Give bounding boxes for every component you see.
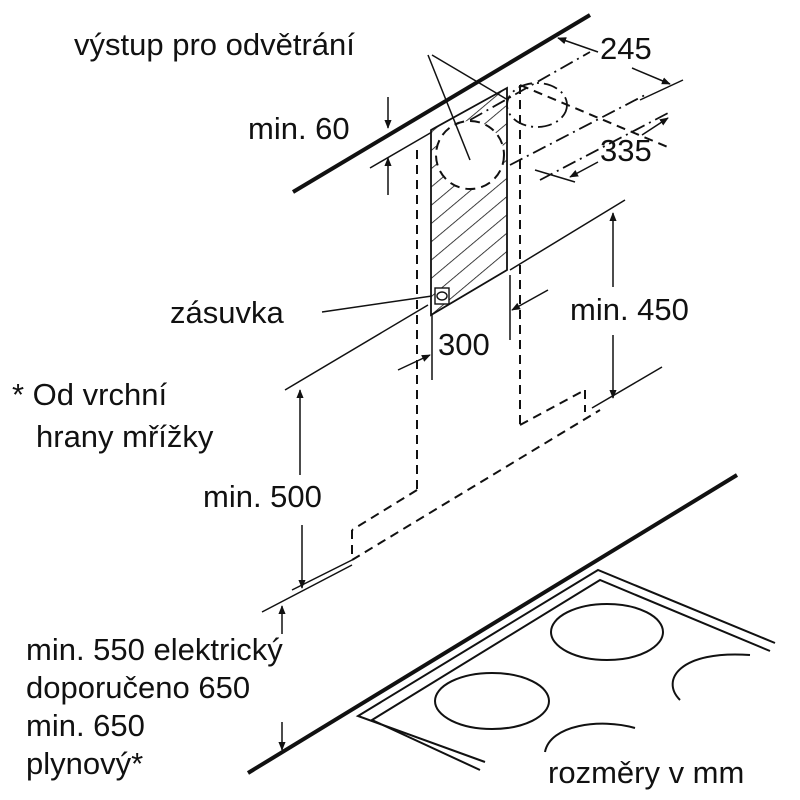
worktop-line bbox=[246, 473, 739, 775]
dim-300-label: 300 bbox=[438, 327, 490, 362]
socket-label: zásuvka bbox=[170, 295, 284, 330]
dim-245 bbox=[557, 37, 684, 101]
min-500-label: min. 500 bbox=[203, 479, 322, 514]
dim-335-label: 335 bbox=[600, 133, 652, 168]
dim-300 bbox=[397, 275, 549, 380]
chimney-outline bbox=[351, 84, 671, 561]
dim-min-450 bbox=[509, 199, 663, 409]
dim-hob-clearance bbox=[261, 564, 353, 751]
footnote-line1: * Od vrchní bbox=[12, 377, 168, 412]
dim-335 bbox=[534, 117, 669, 183]
vent-outlet-label: výstup pro odvětrání bbox=[74, 27, 355, 62]
min-450-label: min. 450 bbox=[570, 292, 689, 327]
min-60-dimension bbox=[369, 97, 433, 195]
gas-label: plynový* bbox=[26, 746, 144, 781]
footnote-line2: hrany mřížky bbox=[36, 419, 214, 454]
ceiling-line bbox=[291, 13, 592, 194]
dim-245-label: 245 bbox=[600, 31, 652, 66]
hob bbox=[355, 568, 776, 771]
socket-zone-panel bbox=[430, 86, 508, 317]
units-label: rozměry v mm bbox=[548, 755, 745, 790]
gas-clearance-label: min. 650 bbox=[26, 708, 145, 743]
recommended-clearance-label: doporučeno 650 bbox=[26, 670, 251, 705]
dim-min-500 bbox=[284, 304, 429, 591]
min-60-label: min. 60 bbox=[248, 111, 350, 146]
electric-clearance-label: min. 550 elektrický bbox=[26, 632, 283, 667]
